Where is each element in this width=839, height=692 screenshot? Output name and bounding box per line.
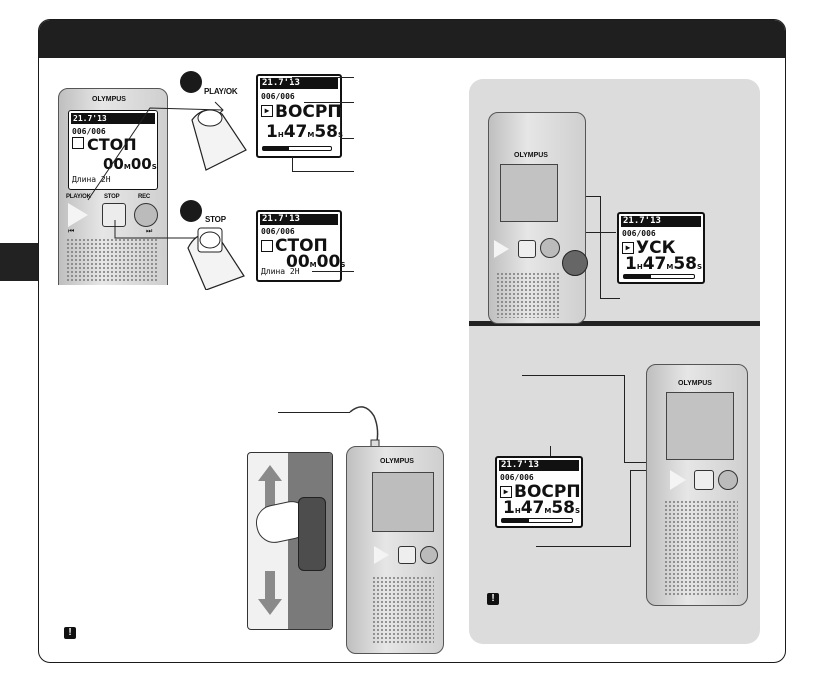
device-lcd-footer: Длина 2H bbox=[72, 175, 111, 184]
thumb-on-button bbox=[562, 250, 588, 276]
device-screen bbox=[500, 164, 558, 222]
device-lcd-counter: 006/006 bbox=[72, 127, 106, 136]
lcd-fast-date: 21.7'13 bbox=[621, 216, 701, 227]
lcd-playback-progress bbox=[262, 146, 332, 151]
lcd-volume-date: 21.7'13 bbox=[499, 460, 579, 471]
device-lcd-status: СТОП bbox=[87, 135, 137, 154]
step-stop-label: STOP bbox=[205, 215, 226, 224]
chapter-side-tab bbox=[0, 243, 38, 281]
speaker-grill bbox=[372, 576, 434, 644]
pointer-lines bbox=[87, 101, 247, 290]
prev-icon[interactable]: ⏮ bbox=[68, 228, 75, 235]
play-triangle-icon: ▶ bbox=[622, 242, 634, 254]
rec-button[interactable] bbox=[420, 546, 438, 564]
lcd-fast-counter: 006/006 bbox=[622, 229, 656, 238]
caution-icon: ! bbox=[487, 593, 499, 605]
lcd-volume-play: 21.7'13 006/006 ▶ ВОСРП 1H47M58S bbox=[495, 456, 583, 528]
volume-slider-closeup bbox=[247, 452, 333, 630]
device-brand: OLYMPUS bbox=[380, 458, 414, 465]
device-lcd-date: 21.7'13 bbox=[71, 113, 155, 124]
lcd-volume-progress bbox=[501, 518, 573, 523]
lcd-stop-time: 00M00S bbox=[286, 252, 346, 272]
rec-button[interactable] bbox=[134, 203, 158, 227]
lcd-volume-counter: 006/006 bbox=[500, 473, 534, 482]
lcd-playback-status: ВОСРП bbox=[275, 102, 342, 122]
speaker-grill bbox=[496, 272, 560, 318]
volume-up-arrow-icon bbox=[258, 465, 282, 481]
device-screen bbox=[372, 472, 434, 532]
lcd-playback-counter: 006/006 bbox=[261, 92, 295, 101]
volume-down-arrow-icon bbox=[258, 599, 282, 615]
stop-button[interactable] bbox=[694, 470, 714, 490]
lcd-fast-progress bbox=[623, 274, 695, 279]
panel-divider bbox=[469, 321, 760, 326]
lcd-playback: 21.7'13 006/006 ▶ ВОСРП 1H47M58S bbox=[256, 74, 343, 158]
speaker-grill bbox=[66, 238, 158, 283]
lcd-fast-time: 1H47M58S bbox=[625, 254, 703, 274]
lcd-stop-date: 21.7'13 bbox=[260, 214, 338, 225]
lcd-stop-footer: Длина 2H bbox=[261, 267, 300, 276]
lcd-stop-counter: 006/006 bbox=[261, 227, 295, 236]
lcd-playback-time: 1H47M58S bbox=[266, 122, 343, 142]
lcd-stop-status: СТОП bbox=[275, 236, 328, 256]
volume-slider-switch[interactable] bbox=[298, 497, 326, 571]
lcd-playback-date: 21.7'13 bbox=[260, 78, 338, 89]
play-ok-button[interactable] bbox=[494, 240, 509, 258]
device-brand: OLYMPUS bbox=[678, 380, 712, 387]
rec-label: REC bbox=[138, 194, 151, 200]
stop-square-icon bbox=[72, 137, 84, 149]
stop-label: STOP bbox=[104, 194, 120, 200]
lcd-fast-status: УСК bbox=[636, 238, 676, 258]
play-triangle-icon: ▶ bbox=[261, 105, 273, 117]
step-play-ok-label: PLAY/OK bbox=[204, 87, 238, 96]
play-triangle-icon: ▶ bbox=[500, 486, 512, 498]
lcd-volume-time: 1H47M58S bbox=[503, 498, 581, 518]
rec-button[interactable] bbox=[718, 470, 738, 490]
stop-button[interactable] bbox=[518, 240, 536, 258]
next-icon[interactable]: ⏭ bbox=[146, 228, 153, 235]
stop-button[interactable] bbox=[398, 546, 416, 564]
stop-button[interactable] bbox=[102, 203, 126, 227]
rec-button[interactable] bbox=[540, 238, 560, 258]
device-screen bbox=[666, 392, 734, 460]
device-lcd-time: 00M00S bbox=[103, 155, 157, 173]
play-ok-button[interactable] bbox=[68, 203, 88, 227]
lcd-fast-play: 21.7'13 006/006 ▶ УСК 1H47M58S bbox=[617, 212, 705, 284]
lcd-stop: 21.7'13 006/006 СТОП 00M00S Длина 2H bbox=[256, 210, 346, 282]
play-ok-label: PLAY/OK bbox=[66, 194, 91, 200]
lcd-volume-status: ВОСРП bbox=[514, 482, 581, 502]
caution-icon: ! bbox=[64, 627, 76, 639]
device-brand: OLYMPUS bbox=[514, 152, 548, 159]
play-ok-button[interactable] bbox=[670, 470, 686, 490]
device-front-illustration: OLYMPUS 21.7'13 006/006 СТОП 00M00S Длин… bbox=[58, 88, 170, 285]
step-2-marker bbox=[180, 200, 202, 222]
device-brand: OLYMPUS bbox=[92, 96, 126, 103]
stop-square-icon bbox=[261, 240, 273, 252]
device-lcd: 21.7'13 006/006 СТОП 00M00S Длина 2H bbox=[68, 110, 158, 190]
step-1-marker bbox=[180, 71, 202, 93]
section-header-bar bbox=[39, 20, 785, 58]
speaker-grill bbox=[664, 500, 738, 596]
play-ok-button[interactable] bbox=[374, 546, 389, 564]
